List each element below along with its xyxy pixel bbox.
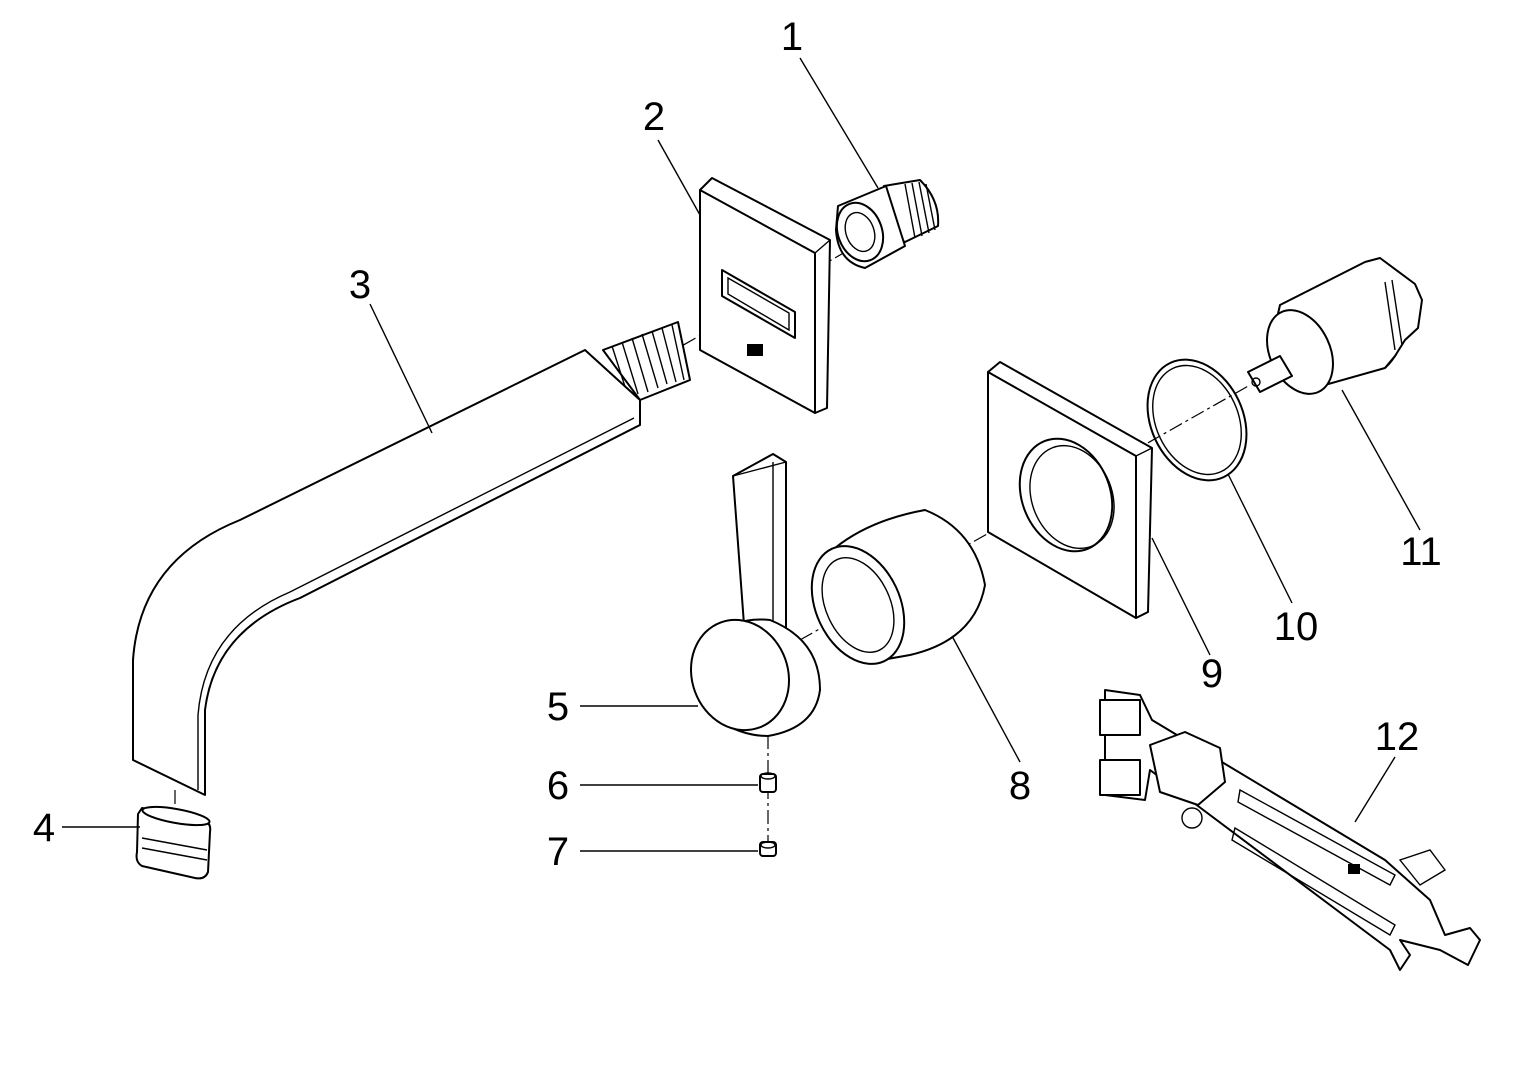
callout-11: 11 <box>1400 530 1442 574</box>
part-8-sleeve <box>810 509 986 665</box>
part-6-set-screw <box>759 772 777 793</box>
callout-1: 1 <box>781 15 803 59</box>
callout-12: 12 <box>1375 715 1420 759</box>
brand-logo-icon <box>747 344 763 356</box>
callout-10: 10 <box>1274 605 1319 649</box>
part-1-threaded-adapter <box>835 179 940 269</box>
callout-2: 2 <box>643 95 665 139</box>
callout-4: 4 <box>33 806 55 850</box>
part-10-o-ring <box>1146 358 1248 482</box>
part-5-lever-handle <box>689 453 821 737</box>
part-2-wall-plate <box>699 177 831 414</box>
callout-7: 7 <box>547 830 569 874</box>
callout-8: 8 <box>1009 764 1031 808</box>
callout-9: 9 <box>1201 652 1223 696</box>
leader-lines <box>62 57 1421 852</box>
part-12-tool <box>1099 689 1481 971</box>
tool-logo-icon <box>1348 864 1360 874</box>
part-7-set-screw <box>759 841 777 857</box>
part-3-spout <box>132 321 691 796</box>
callout-6: 6 <box>547 764 569 808</box>
part-4-aerator <box>135 805 212 880</box>
part-11-cartridge <box>1247 257 1423 395</box>
callout-5: 5 <box>547 685 569 729</box>
callout-labels: 1 2 3 4 5 6 7 8 9 10 11 12 <box>33 15 1442 874</box>
part-9-rosette-plate <box>987 361 1153 619</box>
callout-3: 3 <box>349 263 371 307</box>
